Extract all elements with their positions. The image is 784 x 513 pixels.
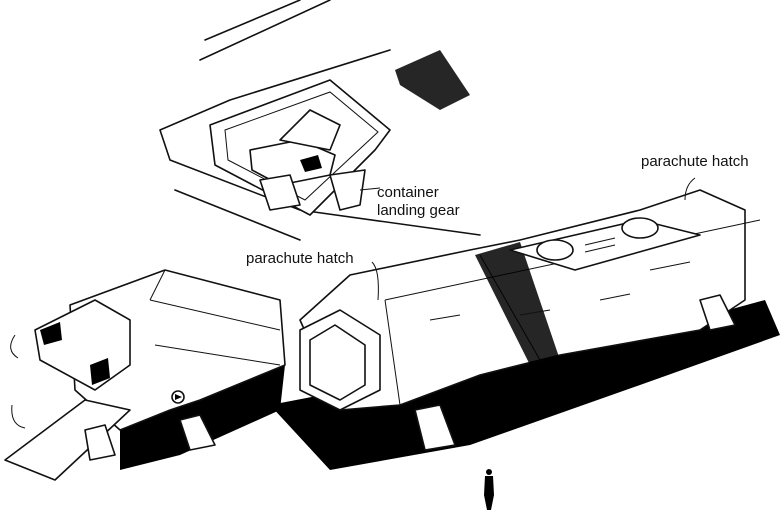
landing-gear-label-line1: container [377, 184, 439, 201]
landing-gear-label: container landing gear [377, 184, 460, 220]
landing-gear-label-line2: landing gear [377, 202, 460, 219]
closed-container [270, 189, 780, 470]
parachute-hatch-label-middle: parachute hatch [246, 250, 354, 267]
open-container [4, 269, 286, 481]
landing-gear-detail [159, 0, 481, 241]
human-figure [484, 469, 494, 510]
parachute-hatch-label-right: parachute hatch [641, 153, 749, 170]
